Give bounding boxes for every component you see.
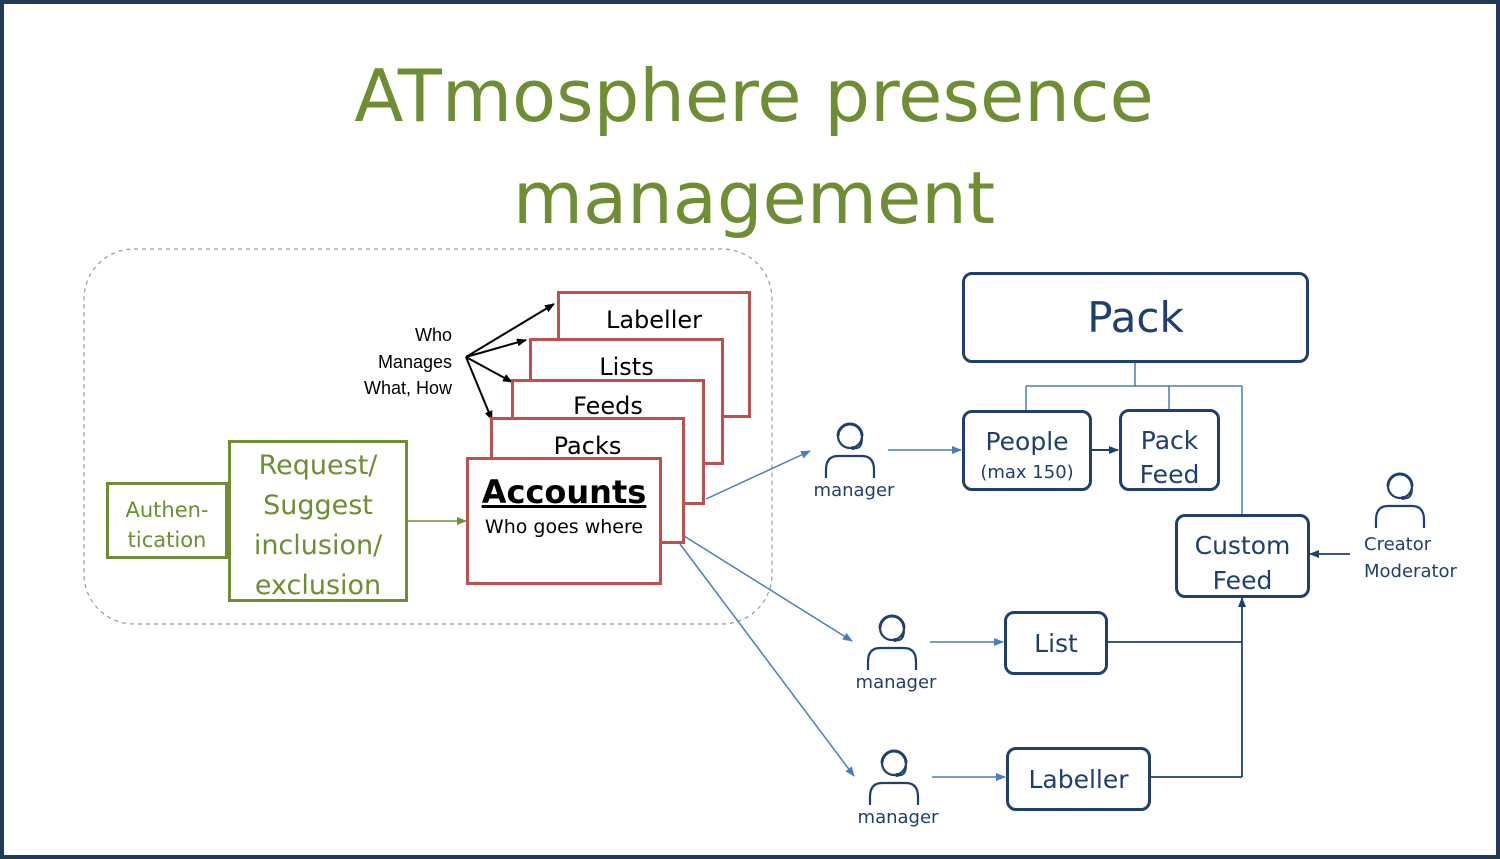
who-manages-arrows (465, 303, 555, 421)
custom-feed-box: Custom Feed (1175, 514, 1310, 598)
person-headset-icon (866, 614, 918, 670)
pack-label: Pack (1087, 293, 1184, 342)
request-line-3: inclusion/ (253, 530, 383, 561)
creator-label: Creator (1364, 534, 1432, 555)
accounts-subtitle: Who goes where (484, 516, 644, 538)
labeller-label: Labeller (1028, 765, 1129, 794)
person-headset-icon (868, 749, 920, 805)
accounts-to-managers-arrows (679, 450, 855, 777)
labeller-box: Labeller (1006, 747, 1151, 811)
custom-feed-line-2: Feed (1212, 566, 1273, 595)
dashed-group-outline (83, 248, 773, 625)
packs-stack-label: Packs (553, 432, 622, 460)
manager-1 (820, 420, 880, 484)
pack-connectors (1025, 362, 1243, 514)
accounts-card: Accounts Who goes where (466, 457, 662, 585)
who-manages-annotation: Who Manages What, How (304, 322, 452, 402)
title-line-1: ATmosphere presence (354, 54, 1154, 138)
person-headset-icon (824, 422, 876, 478)
request-line-1: Request/ (258, 450, 378, 481)
pack-feed-line-2: Feed (1139, 460, 1200, 489)
request-box: Request/ Suggest inclusion/ exclusion (228, 440, 408, 602)
request-line-4: exclusion (254, 570, 382, 601)
pack-feed-line-1: Pack (1140, 426, 1199, 455)
lists-stack-label: Lists (599, 353, 654, 381)
list-label: List (1034, 629, 1078, 658)
connectors (83, 248, 1350, 781)
labeller-stack-label: Labeller (605, 306, 703, 334)
manager-to-box-arrows (888, 446, 1006, 781)
custom-feed-line-1: Custom (1194, 531, 1291, 560)
creator-moderator (1370, 470, 1430, 534)
pack-feed-box: Pack Feed (1119, 409, 1220, 491)
moderator-label: Moderator (1364, 561, 1457, 582)
request-line-2: Suggest (263, 490, 373, 521)
manager-3-label: manager (857, 807, 939, 828)
person-headset-icon (1374, 472, 1426, 528)
creator-moderator-label: Creator Moderator (1364, 531, 1457, 585)
authentication-box: Authen- tication (106, 482, 228, 559)
accounts-title: Accounts (481, 473, 647, 511)
authentication-line-1: Authen- (125, 498, 209, 522)
annotation-line-2: Manages (377, 351, 452, 372)
to-custom-feed-connectors (1108, 597, 1246, 778)
people-label: People (985, 427, 1069, 456)
pack-box: Pack (962, 272, 1309, 363)
annotation-line-3: What, How (363, 378, 452, 398)
manager-1-label: manager (813, 480, 895, 501)
title-line-2: management (512, 156, 996, 240)
people-max-label: (max 150) (980, 462, 1074, 483)
feeds-stack-label: Feeds (573, 392, 643, 420)
people-box: People (max 150) (962, 410, 1092, 491)
list-box: List (1004, 611, 1108, 675)
manager-2-label: manager (855, 672, 937, 693)
authentication-line-2: tication (127, 528, 207, 552)
annotation-line-1: Who (414, 325, 452, 345)
manager-2 (862, 612, 922, 676)
manager-3 (864, 747, 924, 811)
